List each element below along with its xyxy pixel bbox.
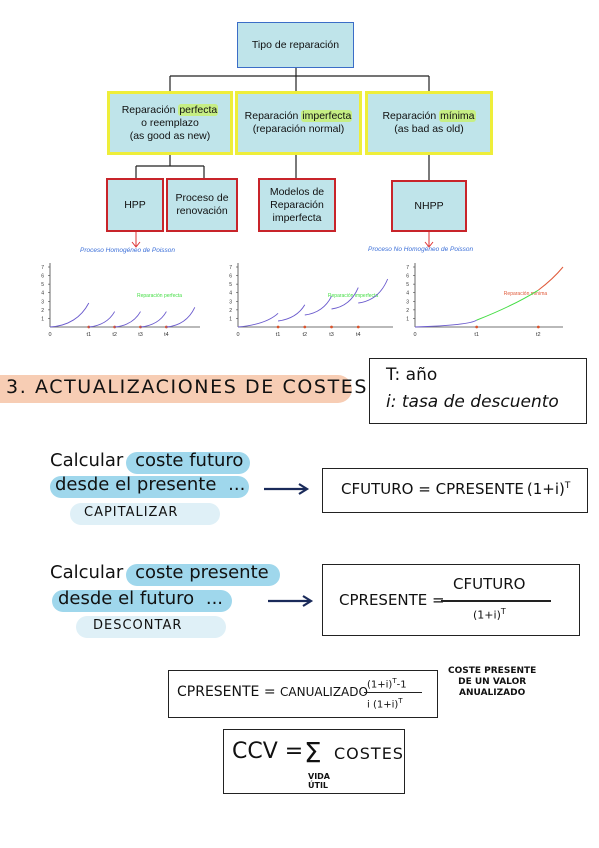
legend-year: : año	[394, 365, 438, 385]
chart-2-curve	[414, 319, 477, 328]
chart-0-xtick-label: 0	[48, 332, 51, 338]
chart-0-ytick-label: 5	[41, 282, 44, 288]
coste-futuro-text: coste futuro	[135, 450, 244, 471]
fraction-bar-2	[364, 692, 422, 694]
hl-desde-futuro	[52, 590, 232, 612]
chart-2-failure-point	[536, 325, 540, 329]
chart-2-ytick-label: 6	[406, 274, 409, 280]
chart-1-xtick-label: t4	[356, 332, 361, 338]
chart-2-ytick-label: 2	[406, 308, 409, 314]
root-node-label: Tipo de reparación	[251, 38, 340, 51]
section-highlight	[0, 375, 352, 403]
chart-1-ytick-label: 5	[229, 282, 232, 288]
arrow-descontar	[268, 595, 314, 607]
root-node: Tipo de reparación	[237, 22, 354, 68]
chart-1-failure-point	[356, 325, 360, 329]
hl-coste-futuro	[126, 452, 250, 474]
highlight-minima: mínima	[439, 110, 476, 122]
hl-coste-presente	[126, 564, 280, 586]
calc-label-1: Calcular	[50, 450, 124, 471]
process-label-left: Proceso Homogéneo de Poisson	[80, 247, 176, 254]
legend-rate: : tasa de descuento	[390, 392, 559, 412]
chart-2-xtick-label: t1	[474, 332, 479, 338]
chart-1-xtick-label: 0	[236, 332, 239, 338]
chart-0-xtick-label: t4	[164, 332, 169, 338]
chart-0-ytick-label: 7	[41, 265, 44, 271]
chart-0-legend: Reparación perfecta	[137, 293, 182, 299]
formula-capitalizar: CFUTURO = CPRESENTE(1+i)T	[322, 468, 588, 513]
category-perfect: Reparación perfecta o reemplazo (as good…	[107, 91, 233, 155]
category-imperfect: Reparación imperfecta (reparación normal…	[235, 91, 362, 155]
category-minimal: Reparación mínima (as bad as old)	[365, 91, 493, 155]
chart-2-ytick-label: 7	[406, 265, 409, 271]
chart-0-xtick-label: t3	[138, 332, 143, 338]
chart-2-legend: Reparación mínima	[504, 291, 548, 297]
formula-ccv: CCV = Σ COSTES VIDA ÚTIL	[223, 729, 405, 794]
leaf-hpp: HPP	[106, 178, 164, 232]
chart-2-ytick-label: 1	[406, 316, 409, 322]
chart-2-ytick-label: 4	[406, 291, 409, 297]
chart-0-ytick-label: 6	[41, 274, 44, 280]
chart-2-ytick-label: 5	[406, 282, 409, 288]
chart-1-xtick-label: t2	[303, 332, 308, 338]
chart-0-xtick-label: t2	[112, 332, 117, 338]
tree-connectors	[131, 67, 434, 248]
hl-desde-presente	[50, 476, 249, 498]
process-label-right: Proceso No Homogéneo de Poisson	[368, 246, 474, 253]
formula-descontar: CPRESENTE = CFUTURO (1+i)T	[322, 564, 580, 636]
repair-charts: 1 2 3 4 5 6 7 0 t1 t2 t3 t4 Reparación perfecta 1 2 3 4 5…	[41, 263, 564, 338]
descontar-tag: DESCONTAR	[93, 618, 183, 633]
section-title: 3. ACTUALIZACIONES DE COSTES	[6, 376, 369, 398]
chart-2-curve-green	[476, 289, 539, 321]
chart-2-curve-red	[538, 266, 564, 291]
symbol-T: T	[386, 365, 395, 385]
chart-1-ytick-label: 4	[229, 291, 232, 297]
leaf-modelos: Modelos de Reparación imperfecta	[258, 178, 336, 232]
highlight-imperfecta: imperfecta	[301, 110, 353, 122]
chart-0-xtick-label: t1	[86, 332, 91, 338]
chart-1-curve	[237, 278, 389, 328]
chart-1-ytick-label: 7	[229, 265, 232, 271]
chart-0-ytick-label: 1	[41, 316, 44, 322]
chart-0-ytick-label: 2	[41, 308, 44, 314]
chart-1-ytick-label: 3	[229, 299, 232, 305]
chart-0-ytick-label: 4	[41, 291, 44, 297]
formula-anualizado: CPRESENTE = CANUALIZADO (1+i)T-1 i (1+i)…	[168, 670, 438, 718]
hl-capitalizar	[70, 503, 220, 525]
calc-label-2: Calcular	[50, 562, 124, 583]
chart-1-xtick-label: t1	[276, 332, 281, 338]
hl-descontar	[76, 616, 226, 638]
highlight-perfecta: perfecta	[178, 103, 219, 116]
desde-presente-text: desde el presente	[55, 474, 217, 495]
fraction-bar	[441, 600, 551, 602]
leaf-nhpp: NHPP	[391, 180, 467, 232]
coste-presente-text: coste presente	[135, 562, 269, 583]
arrow-capitalizar	[264, 483, 310, 495]
symbol-i: i	[386, 392, 391, 412]
chart-2-failure-point	[475, 325, 479, 329]
leaf-renovacion: Proceso de renovación	[166, 178, 238, 232]
chart-1-ytick-label: 2	[229, 308, 232, 314]
desde-futuro-text: desde el futuro	[58, 588, 195, 609]
chart-2-ytick-label: 3	[406, 299, 409, 305]
chart-0-curve	[49, 302, 196, 328]
chart-2-xtick-label: t2	[536, 332, 541, 338]
chart-0-ytick-label: 3	[41, 299, 44, 305]
chart-2-xtick-label: 0	[413, 332, 416, 338]
chart-1-xtick-label: t3	[329, 332, 334, 338]
chart-1-failure-point	[330, 325, 333, 329]
chart-1-failure-point	[303, 325, 307, 329]
variables-legend-box: T: año i: tasa de descuento	[369, 358, 587, 424]
capitalizar-tag: CAPITALIZAR	[84, 505, 179, 520]
chart-1-failure-point	[276, 325, 280, 329]
chart-1-ytick-label: 1	[229, 316, 232, 322]
anualizado-note: COSTE PRESENTE DE UN VALOR ANUALIZADO	[448, 666, 537, 698]
chart-1-ytick-label: 6	[229, 274, 232, 280]
